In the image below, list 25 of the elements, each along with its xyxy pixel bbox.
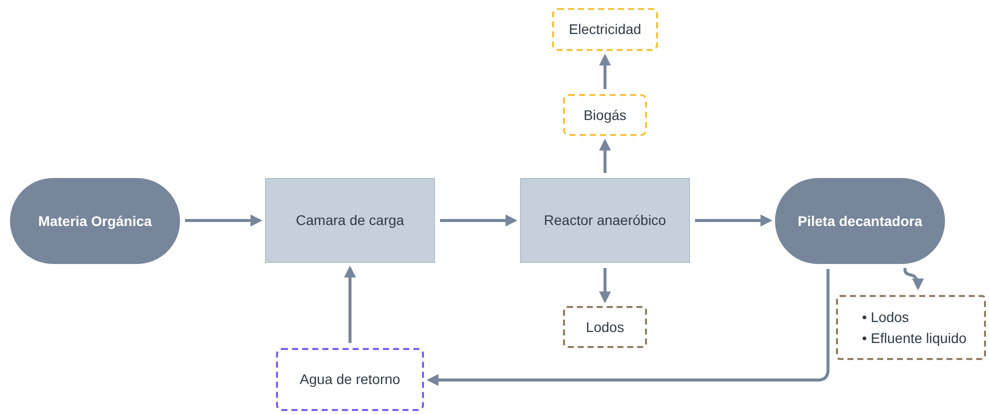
- arrow: [599, 54, 611, 89]
- process-box: [520, 178, 690, 263]
- node-label: Materia Orgánica: [38, 212, 152, 231]
- output-box: [552, 8, 658, 51]
- arrow: [344, 266, 356, 343]
- output-box: [563, 306, 647, 348]
- arrow: [599, 268, 611, 304]
- node-label: Electricidad: [568, 20, 642, 39]
- output-list-box: [836, 295, 986, 360]
- list-item: • Efluente liquido: [862, 328, 967, 348]
- node-label: Reactor anaeróbico: [544, 211, 666, 230]
- arrow: [426, 269, 830, 386]
- process-box: [265, 178, 435, 263]
- node-label: Biogás: [584, 106, 626, 125]
- arrow: [185, 214, 262, 226]
- arrow: [599, 138, 611, 173]
- node-label: Camara de carga: [296, 211, 404, 230]
- output-box: [563, 94, 647, 136]
- node-label: Lodos: [586, 318, 624, 336]
- list-item: • Lodos: [862, 308, 910, 326]
- arrow: [440, 214, 518, 226]
- arrow: [695, 214, 772, 226]
- return-box: [276, 348, 424, 411]
- node-label: Agua de retorno: [300, 370, 400, 389]
- node-label: Pileta decantadora: [798, 212, 922, 230]
